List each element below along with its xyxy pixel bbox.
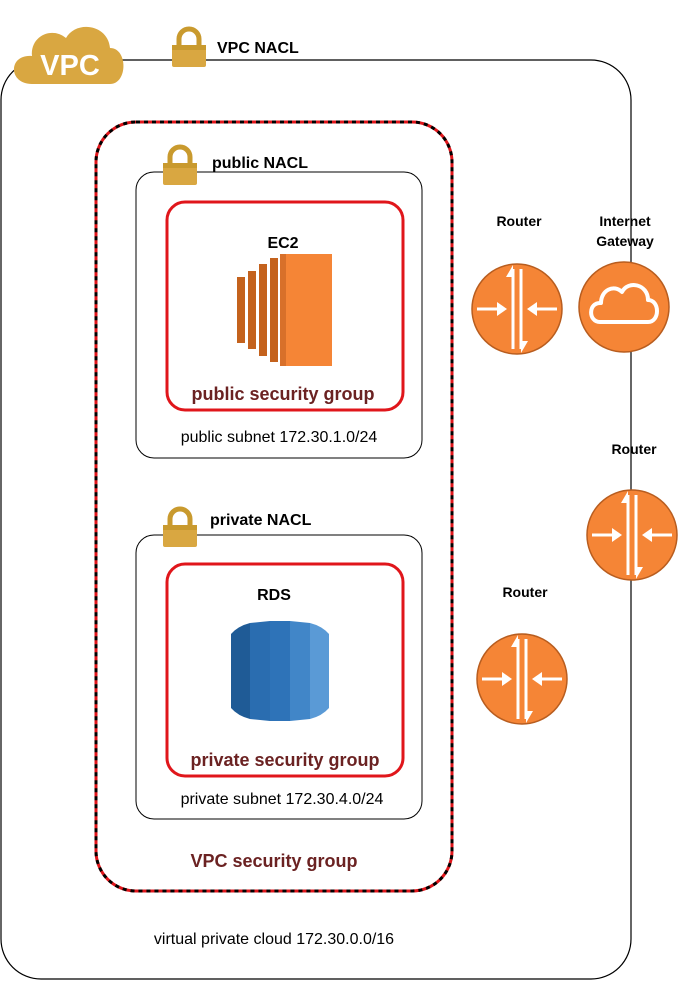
public-nacl-label: public NACL [212,155,308,172]
public-subnet-boundary [135,171,423,459]
router-1-icon [470,262,564,356]
vpc-security-group-boundary [94,120,454,893]
router-2-icon [585,488,679,582]
vpc-cidr-label: virtual private cloud 172.30.0.0/16 [154,931,394,948]
private-subnet-cidr-label: private subnet 172.30.4.0/24 [181,791,384,808]
router-3-label: Router [502,584,548,600]
internet-gateway-label-line2: Gateway [596,233,654,249]
internet-gateway-label-line1: Internet [599,213,651,229]
public-subnet-cidr-label: public subnet 172.30.1.0/24 [181,429,378,446]
private-nacl-lock-icon [163,509,197,547]
private-security-group-label: private security group [190,750,379,770]
private-security-group-boundary [165,562,405,778]
vpc-security-group-label: VPC security group [190,851,357,871]
rds-label: RDS [257,587,291,604]
router-1-label: Router [496,213,542,229]
ec2-instance-icon [237,254,332,366]
ec2-label: EC2 [267,235,298,252]
router-2-label: Router [611,441,657,457]
public-security-group-boundary [165,200,405,412]
rds-database-icon [231,621,329,721]
vpc-nacl-lock-icon [172,29,206,67]
private-subnet-boundary [135,534,423,820]
private-nacl-label: private NACL [210,512,312,529]
router-3-icon [475,632,569,726]
public-nacl-lock-icon [163,147,197,185]
internet-gateway-icon [578,261,670,353]
public-security-group-label: public security group [191,384,374,404]
vpc-badge-text: VPC [40,50,100,82]
vpc-nacl-label: VPC NACL [217,40,299,57]
vpc-cloud-icon: VPC [14,26,124,84]
